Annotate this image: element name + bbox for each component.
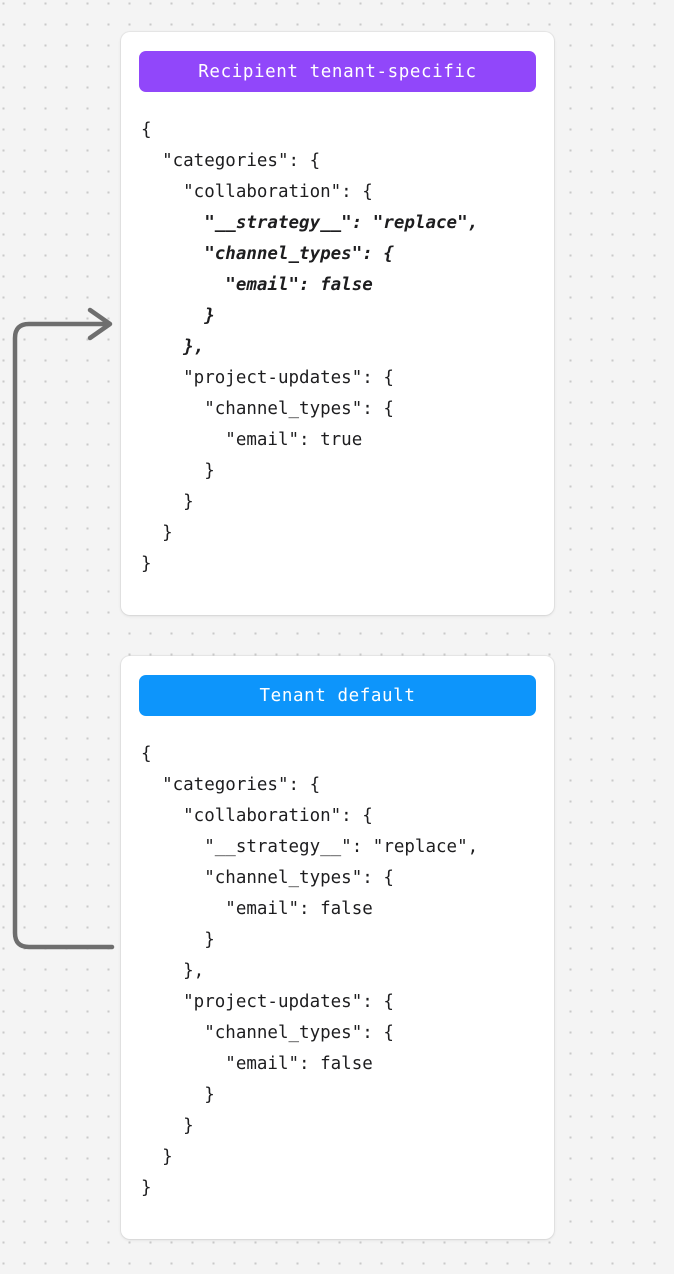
code-line: "project-updates": { — [141, 368, 394, 388]
badge-recipient-tenant-specific: Recipient tenant-specific — [139, 51, 536, 92]
code-line: "email": false — [141, 899, 373, 919]
code-line: } — [141, 1116, 194, 1136]
code-line: "collaboration": { — [141, 806, 373, 826]
code-line: } — [141, 1147, 173, 1167]
code-line: { — [141, 120, 152, 140]
code-block-recipient: { "categories": { "collaboration": { "__… — [139, 115, 536, 580]
code-line: } — [141, 492, 194, 512]
code-line: "channel_types": { — [141, 399, 394, 419]
code-line: "channel_types": { — [141, 244, 394, 264]
code-line: "__strategy__": "replace", — [141, 837, 479, 857]
code-line: "channel_types": { — [141, 868, 394, 888]
code-line: } — [141, 306, 215, 326]
code-line: } — [141, 461, 215, 481]
code-line: } — [141, 1085, 215, 1105]
code-line: "collaboration": { — [141, 182, 373, 202]
code-line: } — [141, 930, 215, 950]
code-line: "__strategy__": "replace", — [141, 213, 479, 233]
code-block-tenant-default: { "categories": { "collaboration": { "__… — [139, 739, 536, 1204]
code-line: "categories": { — [141, 151, 321, 171]
code-line: "email": true — [141, 430, 363, 450]
code-line: "project-updates": { — [141, 992, 394, 1012]
code-line: } — [141, 554, 152, 574]
card-tenant-default: Tenant default { "categories": { "collab… — [121, 656, 554, 1239]
code-line: "email": false — [141, 1054, 373, 1074]
badge-tenant-default: Tenant default — [139, 675, 536, 716]
card-recipient-tenant-specific: Recipient tenant-specific { "categories"… — [121, 32, 554, 615]
code-line: "email": false — [141, 275, 373, 295]
code-line: "categories": { — [141, 775, 321, 795]
arrow-head-icon — [87, 307, 113, 341]
code-line: { — [141, 744, 152, 764]
code-line: "channel_types": { — [141, 1023, 394, 1043]
code-line: } — [141, 523, 173, 543]
code-line: } — [141, 1178, 152, 1198]
code-line: }, — [141, 961, 205, 981]
arrow-path — [12, 321, 115, 950]
code-line: }, — [141, 337, 205, 357]
